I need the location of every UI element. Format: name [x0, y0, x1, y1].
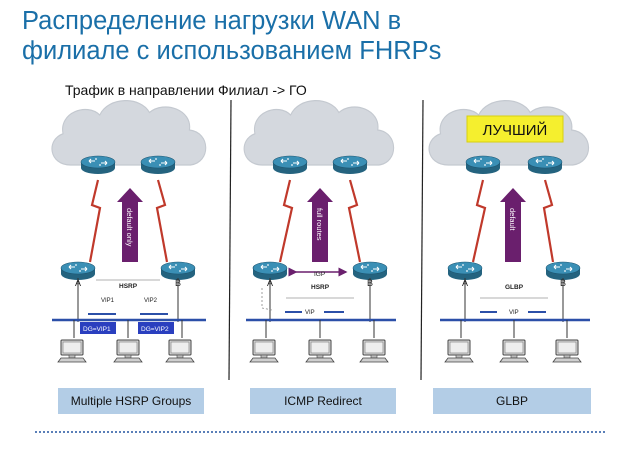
panel-divider [420, 99, 424, 381]
pc-icon [359, 339, 389, 363]
protocol-label: GLBP [505, 284, 524, 291]
panel-icmp-redirect: full routes A B IGP HSRP VIP ICMP Redire… [243, 99, 396, 414]
core-router-icon [272, 155, 308, 175]
arrow-text: full routes [315, 208, 324, 241]
core-router-icon [332, 155, 368, 175]
panel-label: ICMP Redirect [284, 394, 362, 408]
pc-icon [57, 339, 87, 363]
title-line-1: Распределение нагрузки WAN в [22, 7, 402, 35]
dg-left-text: DG=VIP1 [83, 326, 111, 333]
protocol-label: HSRP [119, 283, 138, 290]
panel-label: GLBP [496, 394, 528, 408]
igp-label: IGP [314, 271, 325, 278]
vip-label: VIP [305, 310, 315, 316]
title-line-2: филиале с использованием FHRPs [22, 37, 442, 65]
arrow-text: default [508, 208, 517, 231]
core-router-icon [140, 155, 176, 175]
wan-link [347, 179, 362, 263]
pc-icon [249, 339, 279, 363]
page-title: Распределение нагрузки WAN в филиале с и… [22, 6, 622, 66]
pc-icon [305, 339, 335, 363]
arrow-text: default only [125, 208, 134, 247]
wan-cloud [51, 99, 207, 166]
traffic-arrow [117, 188, 143, 262]
wan-link [88, 179, 102, 263]
panel-label-box [433, 388, 591, 414]
pc-icon [113, 339, 143, 363]
panel-label-box [58, 388, 204, 414]
pc-icon [499, 339, 529, 363]
dg-box-left [80, 322, 116, 334]
vip1-label: VIP1 [101, 298, 115, 304]
pc-icon [552, 339, 582, 363]
wan-cloud [243, 99, 395, 166]
wan-link [155, 179, 169, 263]
traffic-arrow [500, 188, 526, 262]
dg-right-text: DG=VIP2 [141, 326, 169, 333]
panel-label-box [250, 388, 396, 414]
protocol-label: HSRP [311, 284, 330, 291]
wan-link [471, 179, 487, 263]
best-badge-text: ЛУЧШИЙ [483, 121, 548, 139]
best-badge [466, 115, 564, 143]
panel-glbp: ЛУЧШИЙ default A B GLBP VIP GLBP [428, 99, 591, 414]
panel-multiple-hsrp: default only A B HSRP VIP1 VIP2 DG=VIP1 … [51, 99, 207, 414]
pc-icon [165, 339, 195, 363]
traffic-arrow [307, 188, 333, 262]
core-router-icon [465, 155, 501, 175]
core-router-icon [80, 155, 116, 175]
core-router-icon [527, 155, 563, 175]
dg-box-right [138, 322, 174, 334]
wan-link [542, 179, 555, 263]
panel-label: Multiple HSRP Groups [71, 394, 192, 408]
subtitle: Трафик в направлении Филиал -> ГО [65, 82, 307, 98]
pc-icon [444, 339, 474, 363]
panel-divider [228, 99, 232, 381]
footer-divider [35, 431, 605, 433]
redirect-path [261, 288, 273, 311]
vip2-label: VIP2 [144, 298, 158, 304]
wan-link [278, 179, 294, 263]
vip-label: VIP [509, 310, 519, 316]
